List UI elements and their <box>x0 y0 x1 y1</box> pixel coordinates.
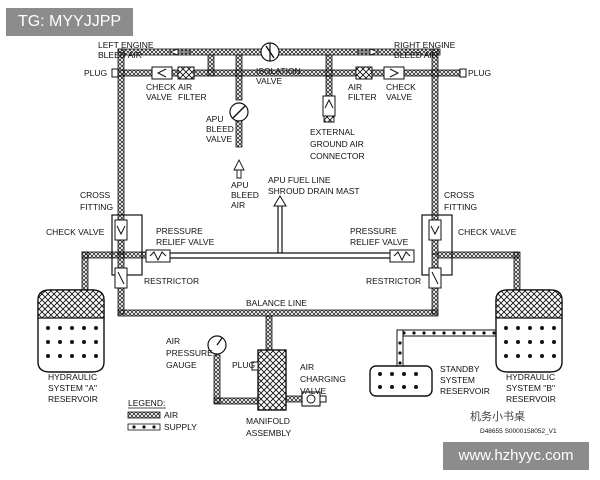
left-check-valve-single-label: CHECK VALVE <box>46 227 105 237</box>
hyd-a-reservoir-label: HYDRAULIC <box>48 372 97 382</box>
hydraulic-system-a-reservoir <box>37 289 105 373</box>
apu-fuel-line <box>170 205 390 259</box>
svg-text:VALVE: VALVE <box>386 92 412 102</box>
svg-text:FITTING: FITTING <box>80 202 113 212</box>
svg-text:BLEED AIR: BLEED AIR <box>98 50 142 60</box>
right-plug-label: PLUG <box>468 68 491 78</box>
air-charging-valve <box>301 391 327 407</box>
left-restrictor-label: RESTRICTOR <box>144 276 199 286</box>
svg-text:RELIEF VALVE: RELIEF VALVE <box>156 237 215 247</box>
svg-text:RESERVOIR: RESERVOIR <box>506 394 556 404</box>
svg-text:VALVE: VALVE <box>256 76 282 86</box>
watermark-tag: TG: MYYJJPP <box>6 8 133 36</box>
figure-id: D48655 S0000158052_V1 <box>480 428 557 435</box>
right-restrictor-label: RESTRICTOR <box>366 276 421 286</box>
svg-text:GAUGE: GAUGE <box>166 360 197 370</box>
manifold-assembly-label: MANIFOLD <box>246 416 290 426</box>
left-restrictor <box>114 267 128 289</box>
svg-text:RESERVOIR: RESERVOIR <box>440 386 490 396</box>
svg-text:CONNECTOR: CONNECTOR <box>310 151 365 161</box>
manifold-plug-label: PLUG <box>232 360 255 370</box>
apu-fuel-line-label: APU FUEL LINE <box>268 175 331 185</box>
svg-text:FITTING: FITTING <box>444 202 477 212</box>
watermark-url: www.hzhyyc.com <box>443 442 589 470</box>
right-check-valve-single-label: CHECK VALVE <box>458 227 517 237</box>
legend <box>127 407 166 431</box>
apu-bleed-arrow <box>233 158 245 179</box>
legend-title: LEGEND: <box>128 398 165 408</box>
svg-text:GROUND AIR: GROUND AIR <box>310 139 364 149</box>
apu-bleed-valve-label: APU <box>206 114 223 124</box>
legend-air-label: AIR <box>164 410 178 420</box>
svg-text:BLEED AIR: BLEED AIR <box>394 50 438 60</box>
svg-text:SYSTEM: SYSTEM <box>440 375 475 385</box>
supply-line <box>396 329 507 369</box>
external-ground-air-label: EXTERNAL <box>310 127 355 137</box>
standby-reservoir-label: STANDBY <box>440 364 480 374</box>
supply-dots <box>398 331 496 365</box>
right-bleed-arrow <box>357 48 380 56</box>
isolation-valve <box>260 42 280 62</box>
svg-text:VALVE: VALVE <box>300 386 326 396</box>
drain-mast-arrow <box>273 195 287 207</box>
left-cross-fitting-check-valve <box>111 214 143 276</box>
svg-text:AIR: AIR <box>231 200 245 210</box>
right-air-filter-label: AIR <box>348 82 362 92</box>
right-check-valve <box>383 66 405 80</box>
svg-text:SYSTEM "B": SYSTEM "B" <box>506 383 555 393</box>
left-plug-label: PLUG <box>84 68 107 78</box>
right-restrictor <box>428 267 442 289</box>
apu-bleed-valve <box>229 102 249 148</box>
svg-text:SYSTEM "A": SYSTEM "A" <box>48 383 97 393</box>
manifold-assembly <box>251 349 287 411</box>
air-pressure-gauge-label: AIR <box>166 336 180 346</box>
right-engine-bleed-label: RIGHT ENGINE <box>394 40 456 50</box>
svg-text:FILTER: FILTER <box>348 92 377 102</box>
svg-text:RELIEF VALVE: RELIEF VALVE <box>350 237 409 247</box>
svg-text:SHROUD DRAIN MAST: SHROUD DRAIN MAST <box>268 186 360 196</box>
left-pressure-relief-label: PRESSURE <box>156 226 203 236</box>
left-check-valve-label: CHECK <box>146 82 176 92</box>
right-pressure-relief-label: PRESSURE <box>350 226 397 236</box>
left-check-valve <box>151 66 173 80</box>
svg-text:BLEED: BLEED <box>206 124 234 134</box>
air-charging-valve-label: AIR <box>300 362 314 372</box>
left-cross-fitting-label: CROSS <box>80 190 111 200</box>
right-cross-fitting-label: CROSS <box>444 190 475 200</box>
hydraulic-system-b-reservoir <box>495 289 563 373</box>
left-pressure-relief-valve <box>145 249 171 263</box>
standby-system-reservoir <box>369 365 433 397</box>
air-lines <box>81 48 521 405</box>
isolation-valve-label: ISOLATION <box>256 66 301 76</box>
svg-text:VALVE: VALVE <box>146 92 172 102</box>
svg-text:ASSEMBLY: ASSEMBLY <box>246 428 292 438</box>
labels: LEFT ENGINE BLEED AIR RIGHT ENGINE BLEED… <box>46 40 557 438</box>
left-bleed-arrow <box>168 48 191 56</box>
svg-text:CHARGING: CHARGING <box>300 374 346 384</box>
svg-text:PRESSURE: PRESSURE <box>166 348 213 358</box>
hyd-b-reservoir-label: HYDRAULIC <box>506 372 555 382</box>
balance-line-label: BALANCE LINE <box>246 298 307 308</box>
svg-text:VALVE: VALVE <box>206 134 232 144</box>
right-pressure-relief-valve <box>389 249 415 263</box>
apu-bleed-air-label: APU <box>231 180 248 190</box>
air-pressure-gauge <box>207 335 227 355</box>
wechat-watermark: 机务小书桌 <box>470 410 525 423</box>
left-air-filter <box>177 66 195 80</box>
left-plug <box>111 68 119 78</box>
svg-text:BLEED: BLEED <box>231 190 259 200</box>
left-engine-bleed-label: LEFT ENGINE <box>98 40 154 50</box>
svg-text:RESERVOIR: RESERVOIR <box>48 394 98 404</box>
left-air-filter-label: AIR <box>178 82 192 92</box>
right-plug <box>459 68 467 78</box>
right-air-filter <box>355 66 373 80</box>
legend-supply-label: SUPPLY <box>164 422 197 432</box>
svg-text:FILTER: FILTER <box>178 92 207 102</box>
right-check-valve-label: CHECK <box>386 82 416 92</box>
external-ground-air-connector <box>322 95 336 123</box>
